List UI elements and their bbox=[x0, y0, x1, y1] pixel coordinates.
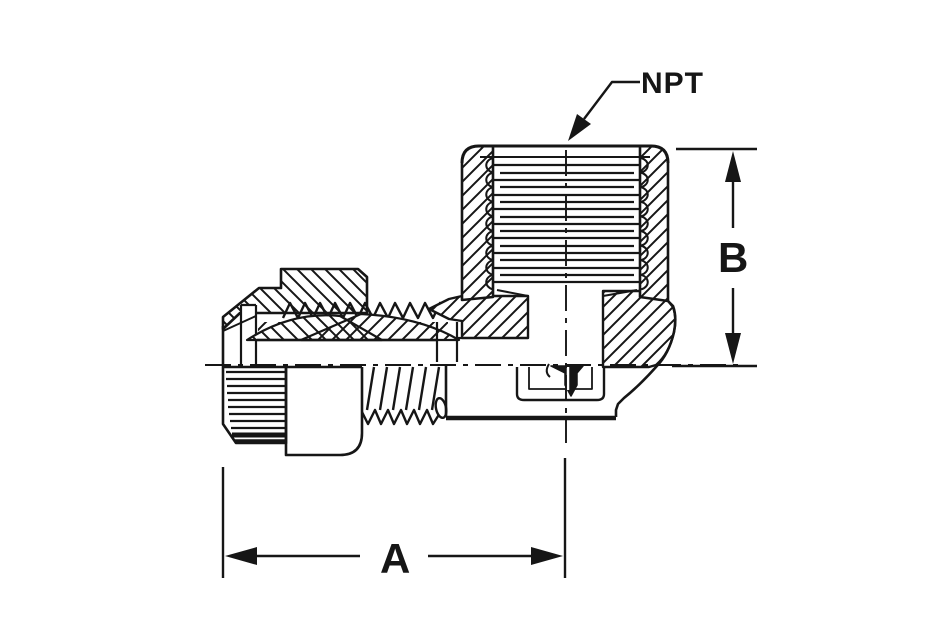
dim-a-arrow-left bbox=[225, 547, 257, 565]
dim-b: B bbox=[672, 147, 757, 368]
npt-leader-arrowhead bbox=[568, 114, 591, 141]
dim-a-label: A bbox=[380, 535, 410, 582]
elbow-exterior bbox=[444, 300, 677, 421]
nut-body-exterior bbox=[284, 365, 364, 457]
dim-b-arrow-down bbox=[725, 333, 741, 364]
dim-a-arrow-right bbox=[531, 547, 563, 565]
male-threads-exterior bbox=[360, 366, 448, 426]
port-socket-outline bbox=[515, 367, 606, 402]
dim-a: A bbox=[221, 458, 567, 582]
npt-label: NPT bbox=[641, 67, 704, 100]
dim-b-arrow-up bbox=[725, 151, 741, 182]
npt-internal-threads bbox=[494, 163, 640, 284]
compression-nut-section bbox=[221, 267, 369, 365]
bore-lines bbox=[257, 322, 462, 362]
npt-callout: NPT bbox=[568, 67, 704, 141]
nut-bore-gap bbox=[241, 305, 256, 365]
npt-leader-line bbox=[583, 80, 640, 120]
orifice-cone bbox=[545, 363, 584, 397]
elbow-right-profile bbox=[614, 300, 677, 417]
dim-b-label: B bbox=[718, 234, 748, 281]
npt-port-section bbox=[460, 144, 670, 303]
thread-engagement-section bbox=[281, 301, 450, 320]
elbow-body-section bbox=[427, 289, 677, 369]
ferrule-sleeve-section bbox=[245, 312, 461, 342]
